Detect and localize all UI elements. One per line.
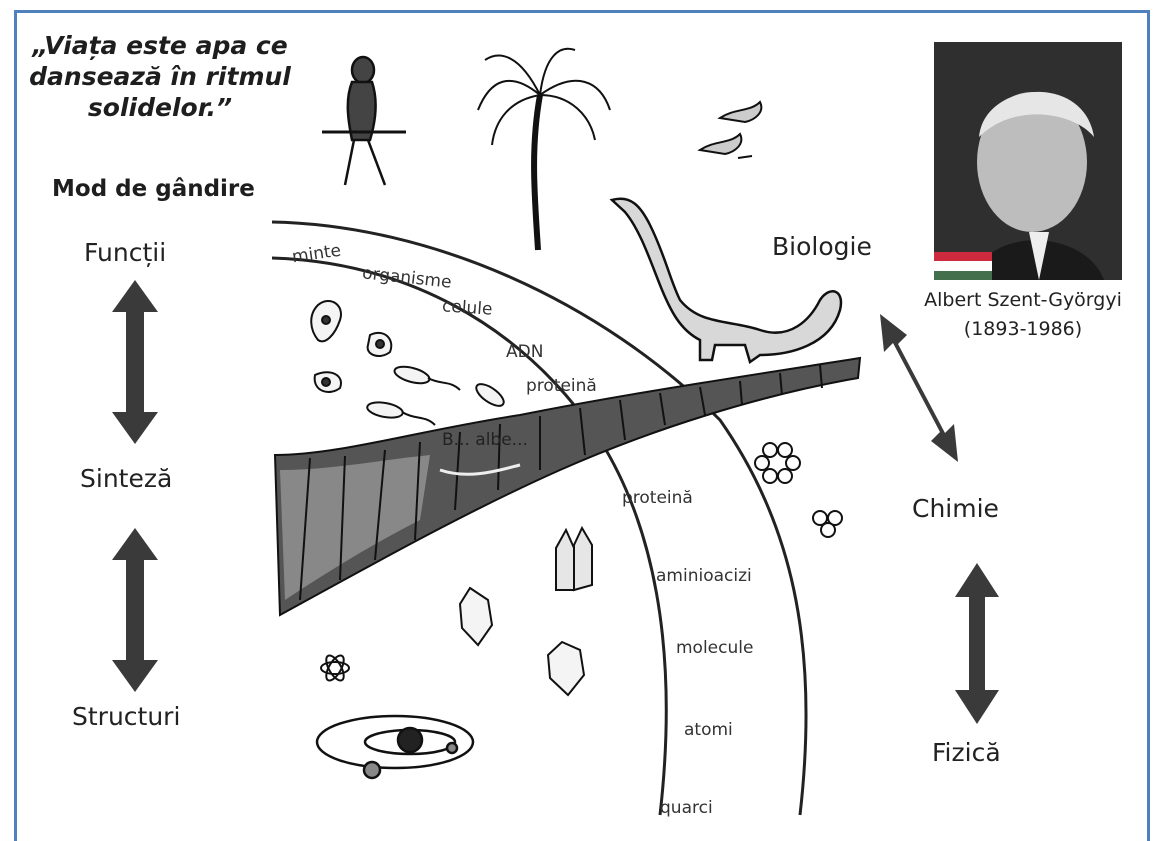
portrait-name: Albert Szent-Györgyi bbox=[895, 286, 1151, 315]
arrow-chimie-fizica bbox=[955, 563, 999, 724]
arrow-functii-sinteza bbox=[112, 280, 158, 444]
portrait-photo bbox=[934, 42, 1122, 280]
arc-label-proteina-upper: proteină bbox=[526, 376, 597, 396]
flying-birds-icon bbox=[700, 102, 761, 158]
atom-orbit-icon bbox=[317, 716, 473, 778]
dinosaur-icon bbox=[612, 199, 841, 362]
quote-line-2: dansează în ritmul bbox=[20, 61, 300, 92]
caveman-icon bbox=[322, 57, 406, 185]
small-atom-icon bbox=[321, 653, 349, 683]
cells-icon bbox=[311, 301, 391, 392]
arc-label-molecule: molecule bbox=[676, 638, 753, 658]
crystals-icon bbox=[460, 528, 592, 695]
arc-label-proteina-lower: proteină bbox=[622, 488, 693, 508]
quote-line-3: solidelor.” bbox=[20, 92, 300, 123]
label-structuri: Structuri bbox=[72, 702, 180, 731]
label-sinteza: Sinteză bbox=[80, 464, 172, 493]
hungarian-flag-icon bbox=[934, 252, 992, 280]
arc-label-quarci: quarci bbox=[660, 798, 713, 818]
quote-text: „Viața este apa ce dansează în ritmul so… bbox=[20, 30, 300, 123]
arrow-sinteza-structuri bbox=[112, 528, 158, 692]
arc-label-celule: celule bbox=[441, 296, 493, 319]
label-fizica: Fizică bbox=[932, 738, 1001, 767]
molecule-ring-icon bbox=[755, 443, 842, 537]
arc-label-adn: ADN bbox=[506, 342, 543, 362]
label-biologie: Biologie bbox=[772, 232, 872, 261]
quote-line-1: „Viața este apa ce bbox=[20, 30, 300, 61]
arc-label-aminioacizi: aminioacizi bbox=[656, 566, 752, 586]
mod-de-gandire-heading: Mod de gândire bbox=[52, 176, 255, 202]
arc-label-atomi: atomi bbox=[684, 720, 733, 740]
cliff-label: B... albe... bbox=[442, 430, 528, 450]
label-chimie: Chimie bbox=[912, 494, 999, 523]
portrait-caption: Albert Szent-Györgyi (1893-1986) bbox=[895, 286, 1151, 344]
label-functii: Funcții bbox=[84, 238, 166, 267]
portrait-years: (1893-1986) bbox=[895, 315, 1151, 344]
palm-tree-icon bbox=[478, 49, 610, 250]
bacteria-icon bbox=[366, 364, 507, 425]
